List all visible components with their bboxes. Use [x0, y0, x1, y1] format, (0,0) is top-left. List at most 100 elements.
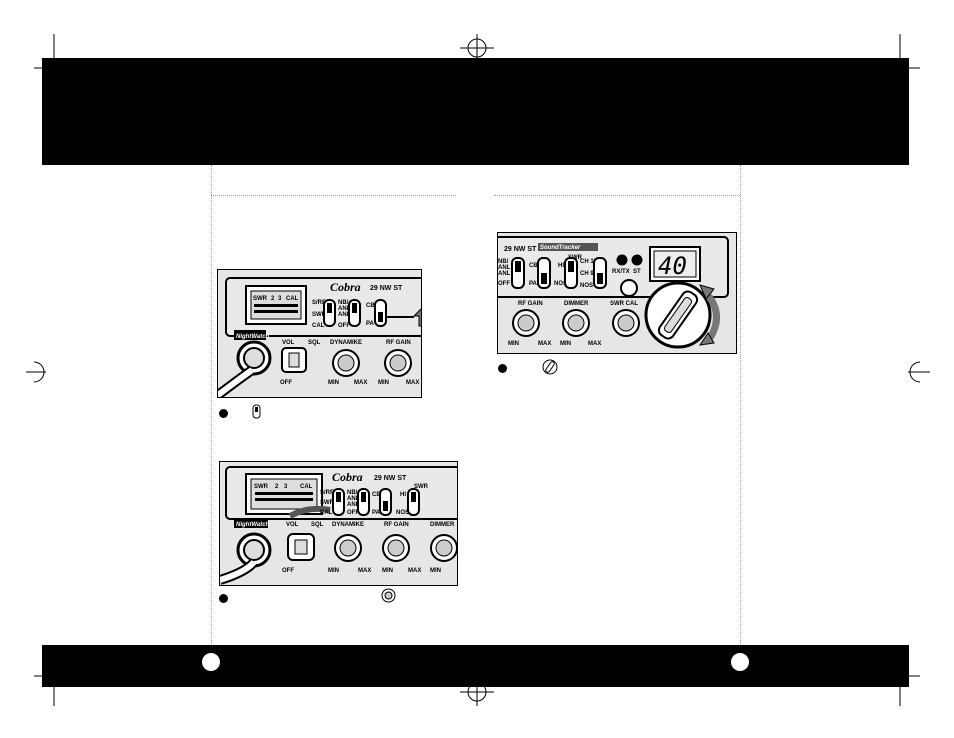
figure-radio-mode-switch: SWR 2 3 CAL Cobra 29 NW ST S/RF SWR CAL … — [217, 269, 422, 398]
svg-text:CH 9: CH 9 — [580, 271, 594, 277]
svg-text:3: 3 — [278, 296, 282, 302]
svg-text:SQL: SQL — [311, 522, 324, 528]
svg-text:CAL: CAL — [312, 323, 325, 329]
svg-text:ANL: ANL — [498, 265, 511, 271]
rx-tx-led — [616, 254, 628, 266]
figure-radio-volume-knob: SWR 2 3 CAL Cobra 29 NW ST S/RF SWR CAL … — [219, 461, 458, 586]
svg-text:ST: ST — [633, 269, 641, 275]
column-guide-left — [211, 165, 212, 645]
column-guide-right — [740, 165, 741, 645]
svg-text:SWR CAL: SWR CAL — [610, 301, 638, 307]
brand-logo: Cobra — [330, 280, 361, 294]
svg-text:OFF: OFF — [498, 281, 510, 287]
svg-text:MIN: MIN — [430, 568, 441, 574]
rule-left — [211, 195, 456, 196]
svg-text:MAX: MAX — [588, 341, 601, 347]
svg-text:2: 2 — [275, 484, 279, 490]
svg-text:MAX: MAX — [354, 380, 367, 386]
svg-text:ANL: ANL — [338, 312, 351, 318]
channel-selector-knob[interactable] — [644, 281, 712, 349]
svg-text:PA: PA — [366, 321, 375, 327]
svg-text:CB: CB — [366, 303, 375, 309]
channel-knob-icon — [542, 359, 558, 375]
svg-text:PA: PA — [372, 510, 381, 516]
svg-text:ANL: ANL — [338, 306, 351, 312]
svg-text:29 NW ST: 29 NW ST — [374, 475, 407, 482]
svg-text:VOL: VOL — [286, 522, 299, 528]
svg-text:3: 3 — [284, 484, 288, 490]
svg-text:ANL: ANL — [498, 271, 511, 277]
svg-text:DYNAMIKE: DYNAMIKE — [332, 522, 364, 528]
svg-text:DYNAMIKE: DYNAMIKE — [330, 340, 362, 346]
svg-text:SQL: SQL — [308, 340, 321, 346]
svg-text:SWR: SWR — [414, 484, 429, 490]
svg-text:CAL: CAL — [300, 484, 313, 490]
svg-text:RF GAIN: RF GAIN — [518, 301, 543, 307]
svg-text:SWR: SWR — [254, 484, 269, 490]
svg-text:CAL: CAL — [286, 296, 299, 302]
left-page-marker — [202, 653, 220, 671]
svg-text:OFF: OFF — [280, 380, 292, 386]
svg-text:OFF: OFF — [338, 323, 350, 329]
svg-text:PA: PA — [529, 281, 538, 287]
svg-text:OFF: OFF — [282, 568, 294, 574]
svg-text:SWR: SWR — [312, 312, 327, 318]
svg-text:CH 19: CH 19 — [580, 259, 598, 265]
svg-text:NightWatch: NightWatch — [236, 522, 270, 528]
svg-text:MAX: MAX — [538, 341, 551, 347]
svg-text:MAX: MAX — [358, 568, 371, 574]
svg-text:NOS: NOS — [554, 281, 567, 287]
svg-text:MIN: MIN — [378, 380, 389, 386]
svg-text:Cobra: Cobra — [332, 470, 363, 484]
svg-text:MIN: MIN — [560, 341, 571, 347]
knob-icon — [381, 588, 396, 603]
step-bullet — [498, 364, 507, 373]
svg-text:SWR: SWR — [320, 500, 335, 506]
svg-text:MIN: MIN — [328, 568, 339, 574]
right-page-marker — [731, 653, 749, 671]
svg-text:ANL: ANL — [347, 502, 360, 508]
svg-text:DIMMER: DIMMER — [430, 522, 455, 528]
st-led — [631, 254, 643, 266]
meter-label-swr: SWR — [253, 296, 268, 302]
svg-text:S/RF: S/RF — [312, 300, 326, 306]
svg-text:CB: CB — [529, 263, 538, 269]
svg-text:MAX: MAX — [406, 380, 419, 386]
svg-text:MIN: MIN — [382, 568, 393, 574]
soundtracker-logo: SoundTracker — [540, 245, 581, 251]
nightwatch-button[interactable] — [620, 279, 638, 297]
channel-display: 40 — [658, 252, 687, 280]
svg-text:ANL: ANL — [347, 496, 360, 502]
footer-bar — [42, 645, 909, 687]
step-bullet — [219, 409, 228, 418]
svg-text:29 NW ST: 29 NW ST — [504, 246, 537, 253]
svg-text:S/RF: S/RF — [320, 490, 334, 496]
svg-text:NOS: NOS — [396, 510, 409, 516]
svg-text:HI: HI — [558, 263, 564, 269]
up-arrow-icon — [412, 308, 421, 327]
svg-text:OFF: OFF — [347, 510, 359, 516]
svg-text:CAL: CAL — [320, 510, 333, 516]
svg-text:NOS: NOS — [580, 283, 593, 289]
svg-text:RF GAIN: RF GAIN — [384, 522, 409, 528]
rule-right — [494, 195, 740, 196]
svg-text:HI: HI — [400, 492, 406, 498]
step-bullet — [219, 594, 228, 603]
figure-radio-channel-selector: 29 NW ST SoundTracker NB/ ANL ANL OFF CB… — [497, 232, 737, 354]
svg-text:2: 2 — [271, 296, 275, 302]
svg-text:VOL: VOL — [282, 340, 295, 346]
svg-text:MAX: MAX — [408, 568, 421, 574]
svg-text:NB/: NB/ — [347, 490, 358, 496]
svg-text:CB: CB — [372, 492, 381, 498]
model-name: 29 NW ST — [370, 285, 403, 292]
nightwatch-logo: NightWatch — [236, 334, 270, 340]
svg-text:MIN: MIN — [508, 341, 519, 347]
switch-icon — [252, 404, 261, 419]
svg-text:NB/: NB/ — [498, 259, 509, 265]
header-bar — [42, 58, 909, 165]
svg-text:NB/: NB/ — [338, 300, 349, 306]
svg-text:RX/TX: RX/TX — [612, 269, 630, 275]
svg-text:RF GAIN: RF GAIN — [386, 340, 411, 346]
svg-text:DIMMER: DIMMER — [564, 301, 589, 307]
